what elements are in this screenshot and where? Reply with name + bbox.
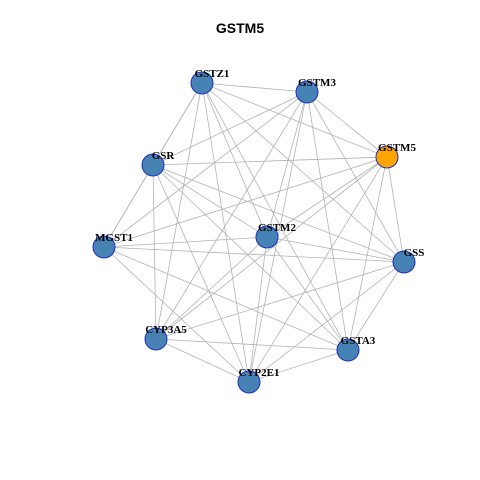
edge-gsr-gstm2: [152, 164, 268, 238]
edge-gsr-cyp2e1: [152, 164, 250, 383]
node-circle: [141, 153, 165, 177]
node-circle: [392, 250, 416, 274]
node-mgst1: MGST1: [92, 232, 133, 259]
diagram-title: GSTM5: [215, 20, 265, 36]
edge-gstm5-gsta3: [347, 156, 388, 351]
edge-gstm5-mgst1: [103, 156, 388, 248]
edge-mgst1-gsta3: [103, 246, 349, 351]
edge-gsta3-cyp2e1: [248, 349, 349, 383]
node-cyp2e1: CYP2E1: [237, 367, 280, 394]
node-gstm3: GSTM3: [295, 77, 336, 104]
node-label: CYP3A5: [145, 324, 187, 336]
node-gstm5: GSTM5: [375, 142, 416, 169]
node-circle: [190, 71, 214, 95]
node-gstm2: GSTM2: [255, 222, 296, 249]
edge-gsr-gsta3: [152, 164, 349, 351]
node-label: CYP2E1: [239, 367, 280, 379]
node-circle: [336, 338, 360, 362]
edge-mgst1-cyp2e1: [103, 246, 250, 383]
node-circle: [92, 235, 116, 259]
node-label: GSS: [404, 247, 425, 259]
edge-gstm5-cyp2e1: [248, 156, 388, 383]
edge-gstz1-gstm5: [201, 82, 388, 158]
node-label: MGST1: [95, 232, 133, 244]
edge-gss-cyp3a5: [155, 261, 405, 340]
node-circle: [295, 80, 319, 104]
node-circle: [237, 370, 261, 394]
node-label: GSR: [152, 150, 176, 162]
node-gstz1: GSTZ1: [190, 68, 230, 95]
edge-gsr-mgst1: [103, 164, 154, 248]
edge-gstz1-cyp2e1: [201, 82, 250, 383]
edge-gstz1-gsta3: [201, 82, 349, 351]
edge-gstm3-gstm5: [306, 91, 388, 158]
edge-gss-cyp2e1: [248, 261, 405, 383]
node-label: GSTA3: [341, 335, 376, 347]
edge-gstz1-cyp3a5: [155, 82, 203, 340]
edge-gstz1-gss: [201, 82, 405, 263]
edge-gstm2-gsta3: [266, 236, 349, 351]
edge-gstm3-gstm2: [266, 91, 308, 238]
edge-gstm2-cyp3a5: [155, 236, 268, 340]
edge-gsr-cyp3a5: [152, 164, 157, 340]
edge-gstm5-gstm2: [266, 156, 388, 238]
edge-gstm3-mgst1: [103, 91, 308, 248]
edge-gstm3-gsr: [152, 91, 308, 166]
edge-gstm3-gss: [306, 91, 405, 263]
edge-gstm2-cyp2e1: [248, 236, 268, 383]
edge-cyp3a5-gsta3: [155, 338, 349, 351]
node-circle: [375, 145, 399, 169]
node-cyp3a5: CYP3A5: [144, 324, 187, 351]
edge-gstz1-gstm2: [201, 82, 268, 238]
node-gss: GSS: [392, 247, 425, 274]
node-circle: [144, 327, 168, 351]
edge-gstm3-gsta3: [306, 91, 349, 351]
node-label: GSTZ1: [195, 68, 230, 80]
edge-gstz1-gstm3: [201, 82, 308, 93]
node-circle: [255, 225, 279, 249]
edge-mgst1-gss: [103, 246, 405, 263]
node-gsr: GSR: [141, 150, 176, 177]
node-label: GSTM3: [298, 77, 336, 89]
node-label: GSTM2: [258, 222, 296, 234]
edge-cyp3a5-cyp2e1: [155, 338, 250, 383]
node-gsta3: GSTA3: [336, 335, 376, 362]
edge-gstm2-gss: [266, 236, 405, 263]
node-label: GSTM5: [378, 142, 416, 154]
edge-gss-gsta3: [347, 261, 405, 351]
edge-gsr-gss: [152, 164, 405, 263]
edge-gstm3-cyp3a5: [155, 91, 308, 340]
edge-gstm5-gsr: [152, 156, 388, 166]
edge-gstm5-cyp3a5: [155, 156, 388, 340]
edge-gstm5-gss: [386, 156, 405, 263]
edge-mgst1-gstm2: [103, 236, 268, 248]
